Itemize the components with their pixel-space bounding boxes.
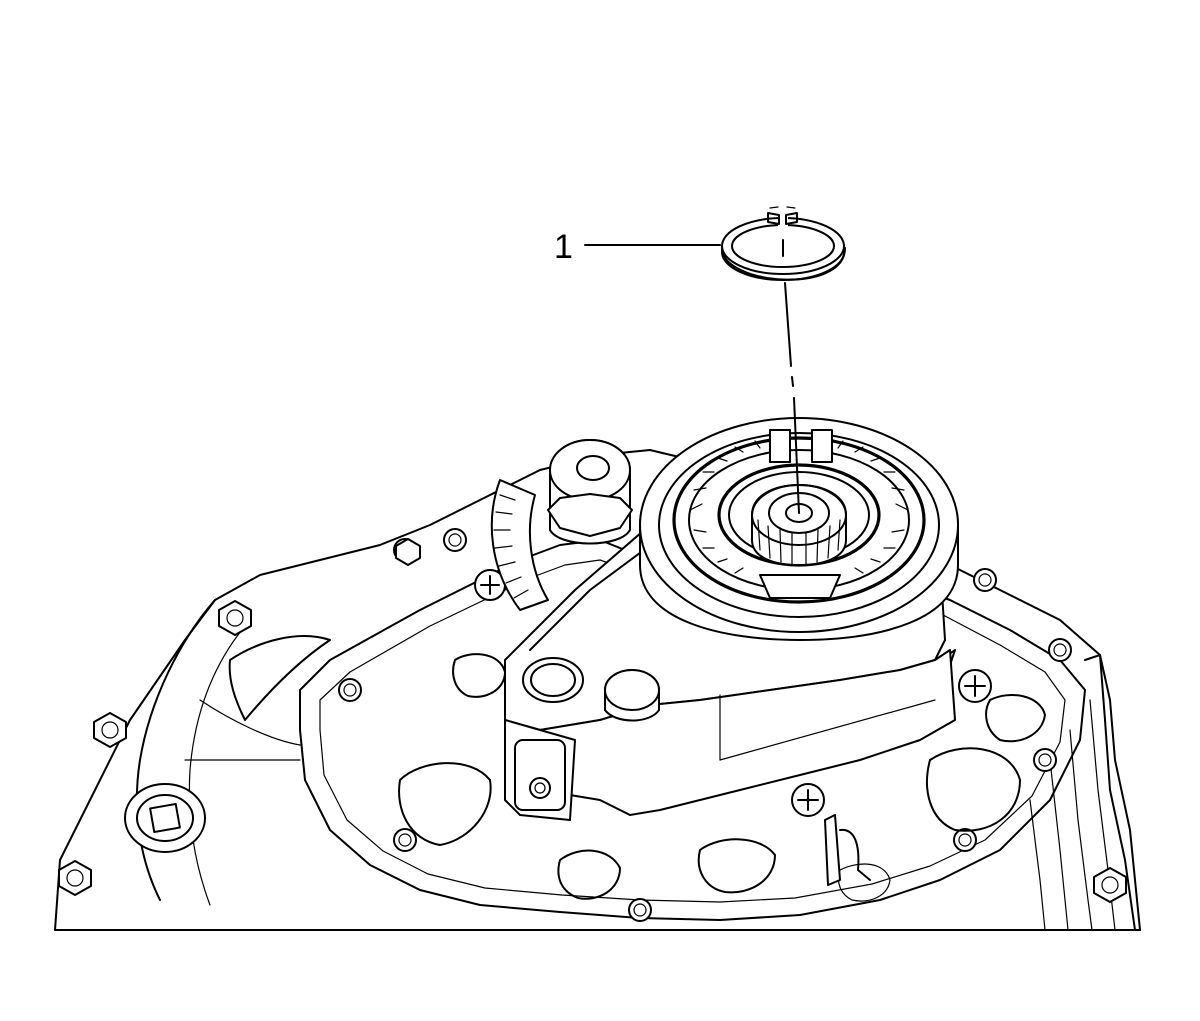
inner-splines <box>689 440 909 574</box>
cross-head-screw-right <box>958 669 992 703</box>
callout-1: 1 <box>554 228 721 266</box>
callout-number: 1 <box>554 228 573 266</box>
installation-centerline <box>782 239 800 514</box>
wire-clip <box>824 814 871 886</box>
synchronizer-gear-assembly <box>639 417 959 641</box>
shaft-nut <box>547 439 633 545</box>
drain-plug <box>124 783 206 853</box>
case-hex-bolts <box>58 538 1127 903</box>
cross-head-screw-lower <box>791 783 825 817</box>
drive-gear-teeth-left <box>490 479 549 611</box>
